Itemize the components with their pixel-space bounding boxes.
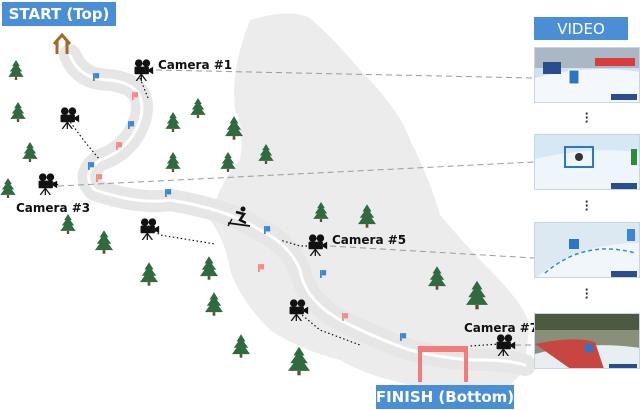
start-label: START (Top) <box>2 2 116 26</box>
video-frame-1 <box>534 47 640 103</box>
video-frame-2 <box>534 134 640 190</box>
camera-icon <box>59 107 80 129</box>
ellipsis-icon: ··· <box>584 106 590 129</box>
video-label: VIDEO <box>534 17 628 40</box>
ski-trail-edge <box>68 53 527 367</box>
mountain-background <box>210 13 529 396</box>
ellipsis-icon: ··· <box>584 282 590 305</box>
camera-icon <box>37 173 58 195</box>
camera-3-label: Camera #3 <box>16 201 91 215</box>
video-frame-4 <box>534 313 640 369</box>
finish-label: FINISH (Bottom) <box>376 385 514 409</box>
video-frame-3 <box>534 222 640 278</box>
ellipsis-icon: ··· <box>584 194 590 217</box>
start-house-icon <box>52 32 72 54</box>
camera-icon <box>139 218 160 240</box>
skier-icon <box>227 206 251 227</box>
camera-5-label: Camera #5 <box>332 233 407 247</box>
camera-7-label: Camera #7 <box>464 321 539 335</box>
finish-gate-icon <box>418 346 468 382</box>
camera-1-label: Camera #1 <box>158 58 233 72</box>
video-links <box>57 69 535 346</box>
